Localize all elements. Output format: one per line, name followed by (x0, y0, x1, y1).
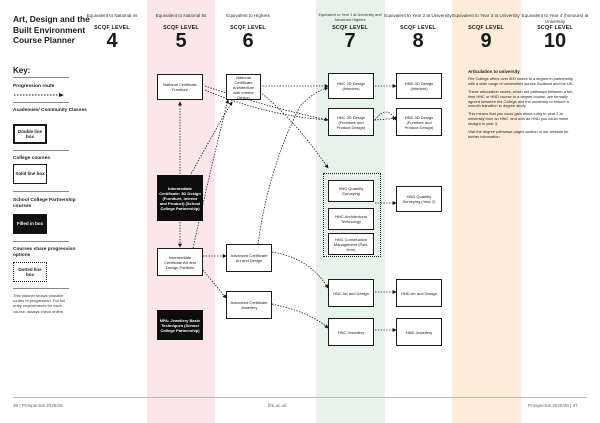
level-9-band (452, 0, 521, 423)
key-double-box: Double line box (13, 124, 47, 144)
footer-divider (13, 397, 587, 398)
key-divider (13, 77, 69, 78)
articulation-paragraph: These articulation routes, which are pat… (468, 88, 574, 109)
course-int-cert-3d-design[interactable]: Intermediate Certificate: 3D Design (Fur… (157, 175, 203, 221)
level-equivalent: Equivalent to Year 2 at University (384, 13, 452, 18)
key-academies-label: Academies/ Community Classes (13, 108, 87, 113)
level-number: 7 (344, 30, 356, 52)
articulation-panel: Articulation to university Fife College … (468, 69, 580, 143)
course-hnc-art[interactable]: HNC Art and Design (328, 279, 374, 307)
key-divider (13, 288, 69, 289)
level-equivalent: Equivalent to Highers (226, 13, 270, 18)
footer-left: 36 | Prospectus 2025/26 (13, 403, 63, 408)
level-number: 6 (242, 30, 254, 52)
course-nat-cert-furniture[interactable]: National Certificate Furniture (157, 74, 203, 100)
level-equivalent: Equivalent to National 5s (155, 13, 207, 18)
level-equivalent: Equivalent to Year 3 at University (452, 13, 520, 18)
level-number: 4 (106, 30, 118, 52)
footer-website-link[interactable]: fife.ac.uk (268, 403, 287, 408)
course-hnc-3d-interiors[interactable]: HNC 3D Design (Interiors) (328, 73, 374, 99)
level-equivalent: Equivalent to Year 4 (honours) at Univer… (521, 13, 589, 24)
level-label: SCQF LEVEL (400, 25, 436, 31)
key-divider (13, 150, 69, 151)
level-label: SCQF LEVEL (537, 25, 573, 31)
key-solid-box: Solid line box (13, 164, 47, 184)
level-header-9: Equivalent to Year 3 at University SCQF … (451, 13, 521, 51)
level-number: 10 (543, 30, 567, 52)
level-number: 5 (175, 30, 187, 52)
footer-right: Prospectus 2025/26 | 37 (528, 403, 578, 408)
articulation-heading: Articulation to university (468, 69, 520, 74)
level-header-4: Equivalent to National 4s SCQF LEVEL 4 (77, 13, 147, 51)
level-label: SCQF LEVEL (163, 25, 199, 31)
course-hnc-jewellery[interactable]: HNC Jewellery (328, 318, 374, 346)
level-equivalent: Equivalent to National 4s (86, 13, 138, 18)
key-note: This planner shows possible routes of pr… (13, 293, 66, 314)
level-number: 9 (480, 30, 492, 52)
course-hnd-jewellery[interactable]: HND Jewellery (396, 318, 442, 346)
level-header-5: Equivalent to National 5s SCQF LEVEL 5 (146, 13, 216, 51)
level-label: SCQF LEVEL (332, 25, 368, 31)
articulation-paragraph: Fife College offers over 800 routes to a… (468, 75, 574, 86)
key-filled-box: Filled in box (13, 214, 47, 234)
course-hnd-3d-furniture[interactable]: HND 3D Design (Furniture and Product Des… (396, 108, 442, 136)
level-label: SCQF LEVEL (468, 25, 504, 31)
articulation-paragraph: This means that you could gain direct en… (468, 111, 569, 127)
level-header-10: Equivalent to Year 4 (honours) at Univer… (520, 13, 590, 51)
level-number: 8 (412, 30, 424, 52)
level-header-7: Equivalent to Year 1 at University and A… (315, 13, 385, 51)
key-dotted-box: Dotted line box (13, 262, 47, 282)
key-progression-arrow (14, 93, 64, 97)
key-shared-label: Courses share progression options (13, 247, 76, 258)
course-hnd-3d-interiors[interactable]: HND 3D Design (Interiors) (396, 73, 442, 99)
key-progression-label: Progression route (13, 84, 55, 89)
course-hnc-construction[interactable]: HNC Construction Management (Part-time) (328, 233, 374, 255)
shared-progression-group (323, 173, 381, 257)
course-adv-cert-art[interactable]: Advanced Certificate Art and Design (226, 244, 272, 272)
key-college-label: College courses (13, 156, 51, 161)
key-divider (13, 241, 69, 242)
course-hnd-art[interactable]: HND Art and Design (396, 279, 442, 307)
course-hnc-quantity-surveying[interactable]: HNC Quantity Surveying (328, 180, 374, 202)
course-hnd-quantity-surveying[interactable]: HND Quantity Surveying (Year 2) (396, 186, 442, 212)
key-divider (13, 191, 69, 192)
course-hnc-arch-tech[interactable]: HNC Architectural Technology (328, 208, 374, 230)
course-nat-cert-architecture[interactable]: National Certificate Architecture with I… (226, 74, 261, 100)
key-title: Key: (13, 66, 31, 75)
level-equivalent: Equivalent to Year 1 at University and A… (318, 13, 382, 22)
key-divider (13, 102, 69, 103)
course-npa-jewellery[interactable]: NPA: Jewellery Basic Techniques (School … (157, 310, 203, 340)
course-int-cert-portfolio[interactable]: Intermediate Certificate Art and Design … (157, 248, 203, 276)
level-header-6: Equivalent to Highers SCQF LEVEL 6 (213, 13, 283, 51)
page-title: Art, Design and the Built Environment Co… (13, 14, 90, 45)
articulation-paragraph: Visit the degree pathways pages section … (468, 129, 569, 139)
level-header-8: Equivalent to Year 2 at University SCQF … (383, 13, 453, 51)
key-partnership-label: School College Partnership courses (13, 198, 76, 209)
course-adv-cert-jewellery[interactable]: Advanced Certificate Jewellery (226, 291, 272, 319)
course-hnc-3d-furniture[interactable]: HNC 3D Design (Furniture and Product Des… (328, 108, 374, 136)
level-label: SCQF LEVEL (94, 25, 130, 31)
level-label: SCQF LEVEL (230, 25, 266, 31)
